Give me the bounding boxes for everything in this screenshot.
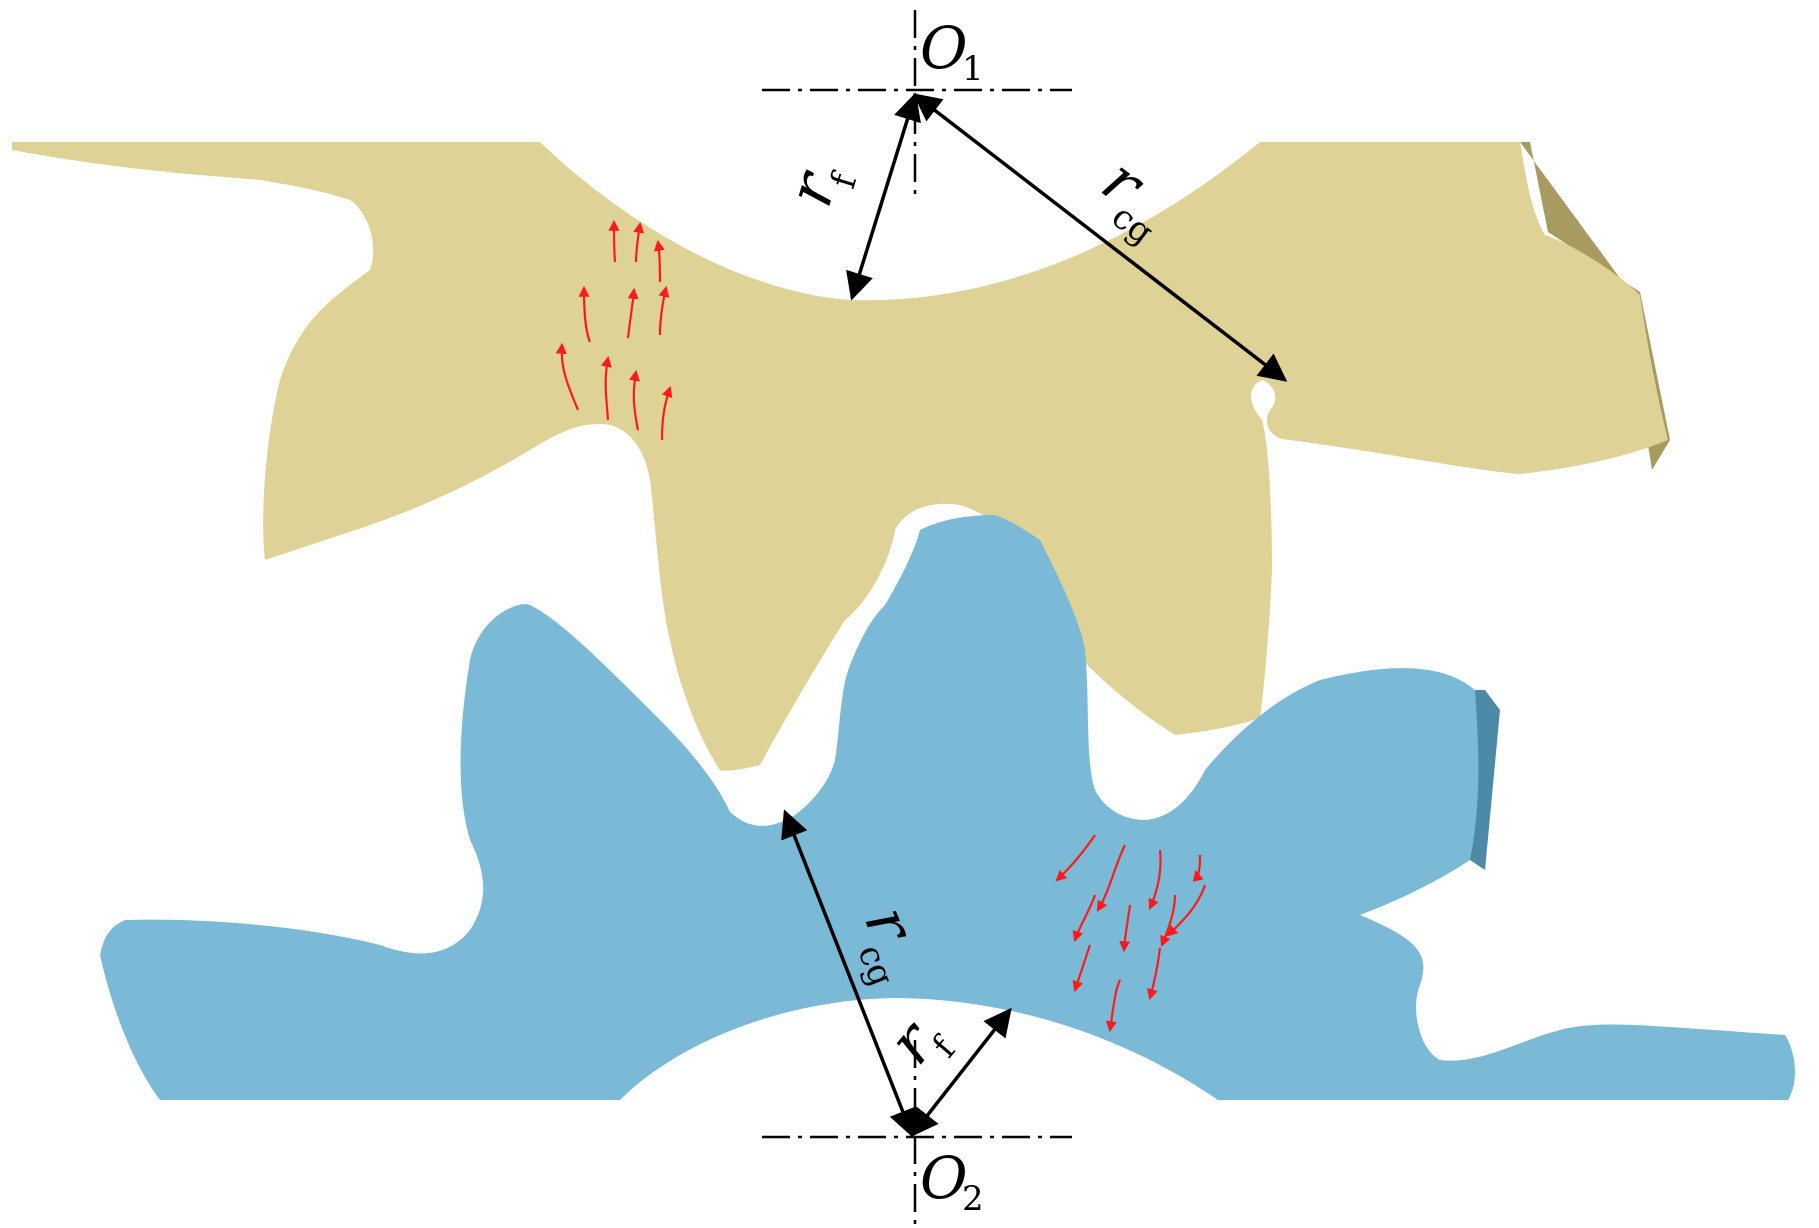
flow-arrow [633, 221, 645, 263]
lower-gear-body [100, 515, 1796, 1100]
flow-arrow [1055, 834, 1096, 882]
flow-arrow [653, 239, 665, 283]
dimension-arrows [781, 92, 1288, 1138]
flow-arrow [660, 385, 673, 441]
rf-upper-arrow [846, 92, 921, 301]
flow-arrow [1166, 884, 1207, 937]
flow-arrow [578, 285, 592, 343]
flow-arrow [1119, 904, 1132, 953]
lower-flow-arrows [1055, 834, 1207, 1033]
flow-arrow [555, 342, 580, 411]
rf-lower-arrow [910, 1007, 1012, 1138]
upper-gear-edge [1520, 142, 1670, 470]
flow-arrow [1096, 844, 1126, 912]
flow-arrow [601, 355, 612, 421]
flow-arrow [1147, 947, 1162, 1001]
flow-arrow [658, 285, 670, 336]
flow-arrow [1192, 854, 1204, 882]
o2-label: O [920, 1144, 968, 1212]
o1-label: O [920, 14, 968, 82]
rcg-upper-arrow [912, 93, 1288, 382]
lower-gear [100, 515, 1796, 1100]
flow-arrow [1105, 979, 1122, 1033]
flow-arrow [629, 369, 640, 431]
upper-flow-arrows [555, 219, 673, 441]
flow-arrow [1072, 894, 1097, 943]
o2-subscript: 2 [962, 1179, 984, 1219]
flow-arrow [608, 219, 620, 263]
flow-arrow [1072, 944, 1092, 993]
rf-upper-label: r [773, 161, 852, 214]
o1-subscript: 1 [962, 49, 984, 89]
flow-arrow [626, 287, 639, 339]
flow-arrow [1148, 849, 1162, 911]
flow-arrow [1160, 894, 1177, 948]
rcg-lower-arrow [781, 809, 916, 1138]
